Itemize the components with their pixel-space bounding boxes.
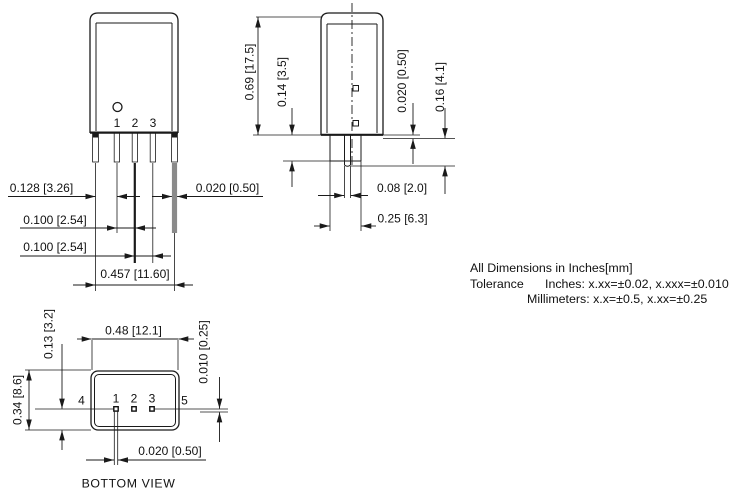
svg-text:0.34 [8.6]: 0.34 [8.6]	[11, 375, 25, 425]
dim-side-body-height: 0.69 [17.5]	[243, 17, 261, 135]
bottom-pin4-label: 4	[78, 394, 85, 408]
svg-text:0.020 [0.50]: 0.020 [0.50]	[138, 444, 201, 458]
svg-text:0.020 [0.50]: 0.020 [0.50]	[395, 49, 409, 112]
bottom-pin-row-line	[35, 408, 228, 413]
bottom-pin5-label: 5	[181, 394, 188, 408]
svg-text:0.457 [11.60]: 0.457 [11.60]	[100, 267, 169, 281]
svg-text:0.16 [4.1]: 0.16 [4.1]	[433, 62, 447, 112]
bottom-pin3-label: 3	[149, 392, 156, 406]
svg-text:0.14 [3.5]: 0.14 [3.5]	[275, 57, 289, 107]
dim-side-lead-thickness: 0.020 [0.50]	[395, 49, 416, 164]
svg-text:0.100 [2.54]: 0.100 [2.54]	[23, 240, 86, 254]
dim-side-lead-width: 0.08 [2.0]	[318, 181, 427, 199]
dim-bottom-lead-width: 0.020 [0.50]	[86, 444, 206, 463]
dim-side-base-width: 0.25 [6.3]	[314, 212, 428, 229]
svg-text:0.08 [2.0]: 0.08 [2.0]	[377, 181, 427, 195]
dimension-notes: All Dimensions in Inches[mm] Tolerance I…	[470, 261, 729, 306]
notes-tolerance-label: Tolerance	[470, 277, 524, 291]
svg-text:0.020 [0.50]: 0.020 [0.50]	[196, 181, 259, 195]
svg-text:0.010 [0.25]: 0.010 [0.25]	[197, 320, 211, 383]
dim-front-pitch-1-2: 0.100 [2.54]	[20, 213, 156, 231]
svg-text:0.48 [12.1]: 0.48 [12.1]	[105, 324, 162, 338]
bottom-pin1-label: 1	[113, 392, 120, 406]
bottom-view: 4 1 2 3 5 0.48 [12.1] 0.34 [8.6]	[11, 309, 228, 491]
dim-side-lead-length: 0.16 [4.1]	[433, 62, 448, 194]
dim-bottom-body-depth: 0.34 [8.6]	[11, 370, 32, 430]
svg-text:0.128 [3.26]: 0.128 [3.26]	[10, 181, 73, 195]
dim-front-pitch-2-3: 0.100 [2.54]	[20, 240, 171, 259]
side-extension-lines	[253, 16, 455, 231]
svg-text:0.13 [3.2]: 0.13 [3.2]	[42, 309, 56, 359]
front-pin3-label: 3	[150, 116, 157, 130]
front-pin1-label: 1	[114, 116, 121, 130]
gray-lead	[171, 163, 178, 233]
bottom-pin-pads	[113, 406, 155, 412]
front-extension-lines	[95, 163, 175, 291]
notes-tolerance-inches: Inches: x.xx=±0.02, x.xxx=±0.010	[545, 277, 729, 291]
side-lead-marks	[352, 85, 359, 127]
bottom-body-outline	[90, 370, 180, 431]
bottom-pin2-label: 2	[131, 392, 138, 406]
dim-bottom-pin-center-offset: 0.010 [0.25]	[197, 320, 223, 442]
notes-tolerance-mm: Millimeters: x.x=±0.5, x.xx=±0.25	[527, 292, 707, 306]
front-leads	[92, 132, 178, 233]
dim-front-overall-width: 0.457 [11.60]	[73, 267, 193, 288]
dim-bottom-body-width: 0.48 [12.1]	[77, 324, 194, 342]
front-view: 1 2 3 0.128 [3.26]	[8, 12, 263, 291]
front-pin2-label: 2	[132, 116, 139, 130]
notes-units-line: All Dimensions in Inches[mm]	[470, 261, 633, 275]
dim-front-pin1-offset: 0.128 [3.26]	[8, 181, 140, 200]
svg-text:0.100 [2.54]: 0.100 [2.54]	[23, 213, 86, 227]
svg-text:0.25 [6.3]: 0.25 [6.3]	[378, 212, 428, 226]
dim-bottom-pin-row-offset: 0.13 [3.2]	[42, 309, 65, 450]
side-base-and-lead	[329, 135, 362, 167]
front-body-outline	[89, 12, 179, 134]
dim-side-standoff-height: 0.14 [3.5]	[275, 57, 295, 187]
dim-front-lead-width: 0.020 [0.50]	[152, 181, 263, 200]
bottom-extension-lines	[25, 340, 179, 465]
side-view: 0.69 [17.5] 0.14 [3.5] 0.020 [0.50] 0.16…	[243, 3, 455, 231]
bottom-view-caption: BOTTOM VIEW	[82, 477, 176, 491]
svg-text:0.69 [17.5]: 0.69 [17.5]	[243, 44, 257, 101]
pin1-indicator-dot	[112, 101, 123, 113]
